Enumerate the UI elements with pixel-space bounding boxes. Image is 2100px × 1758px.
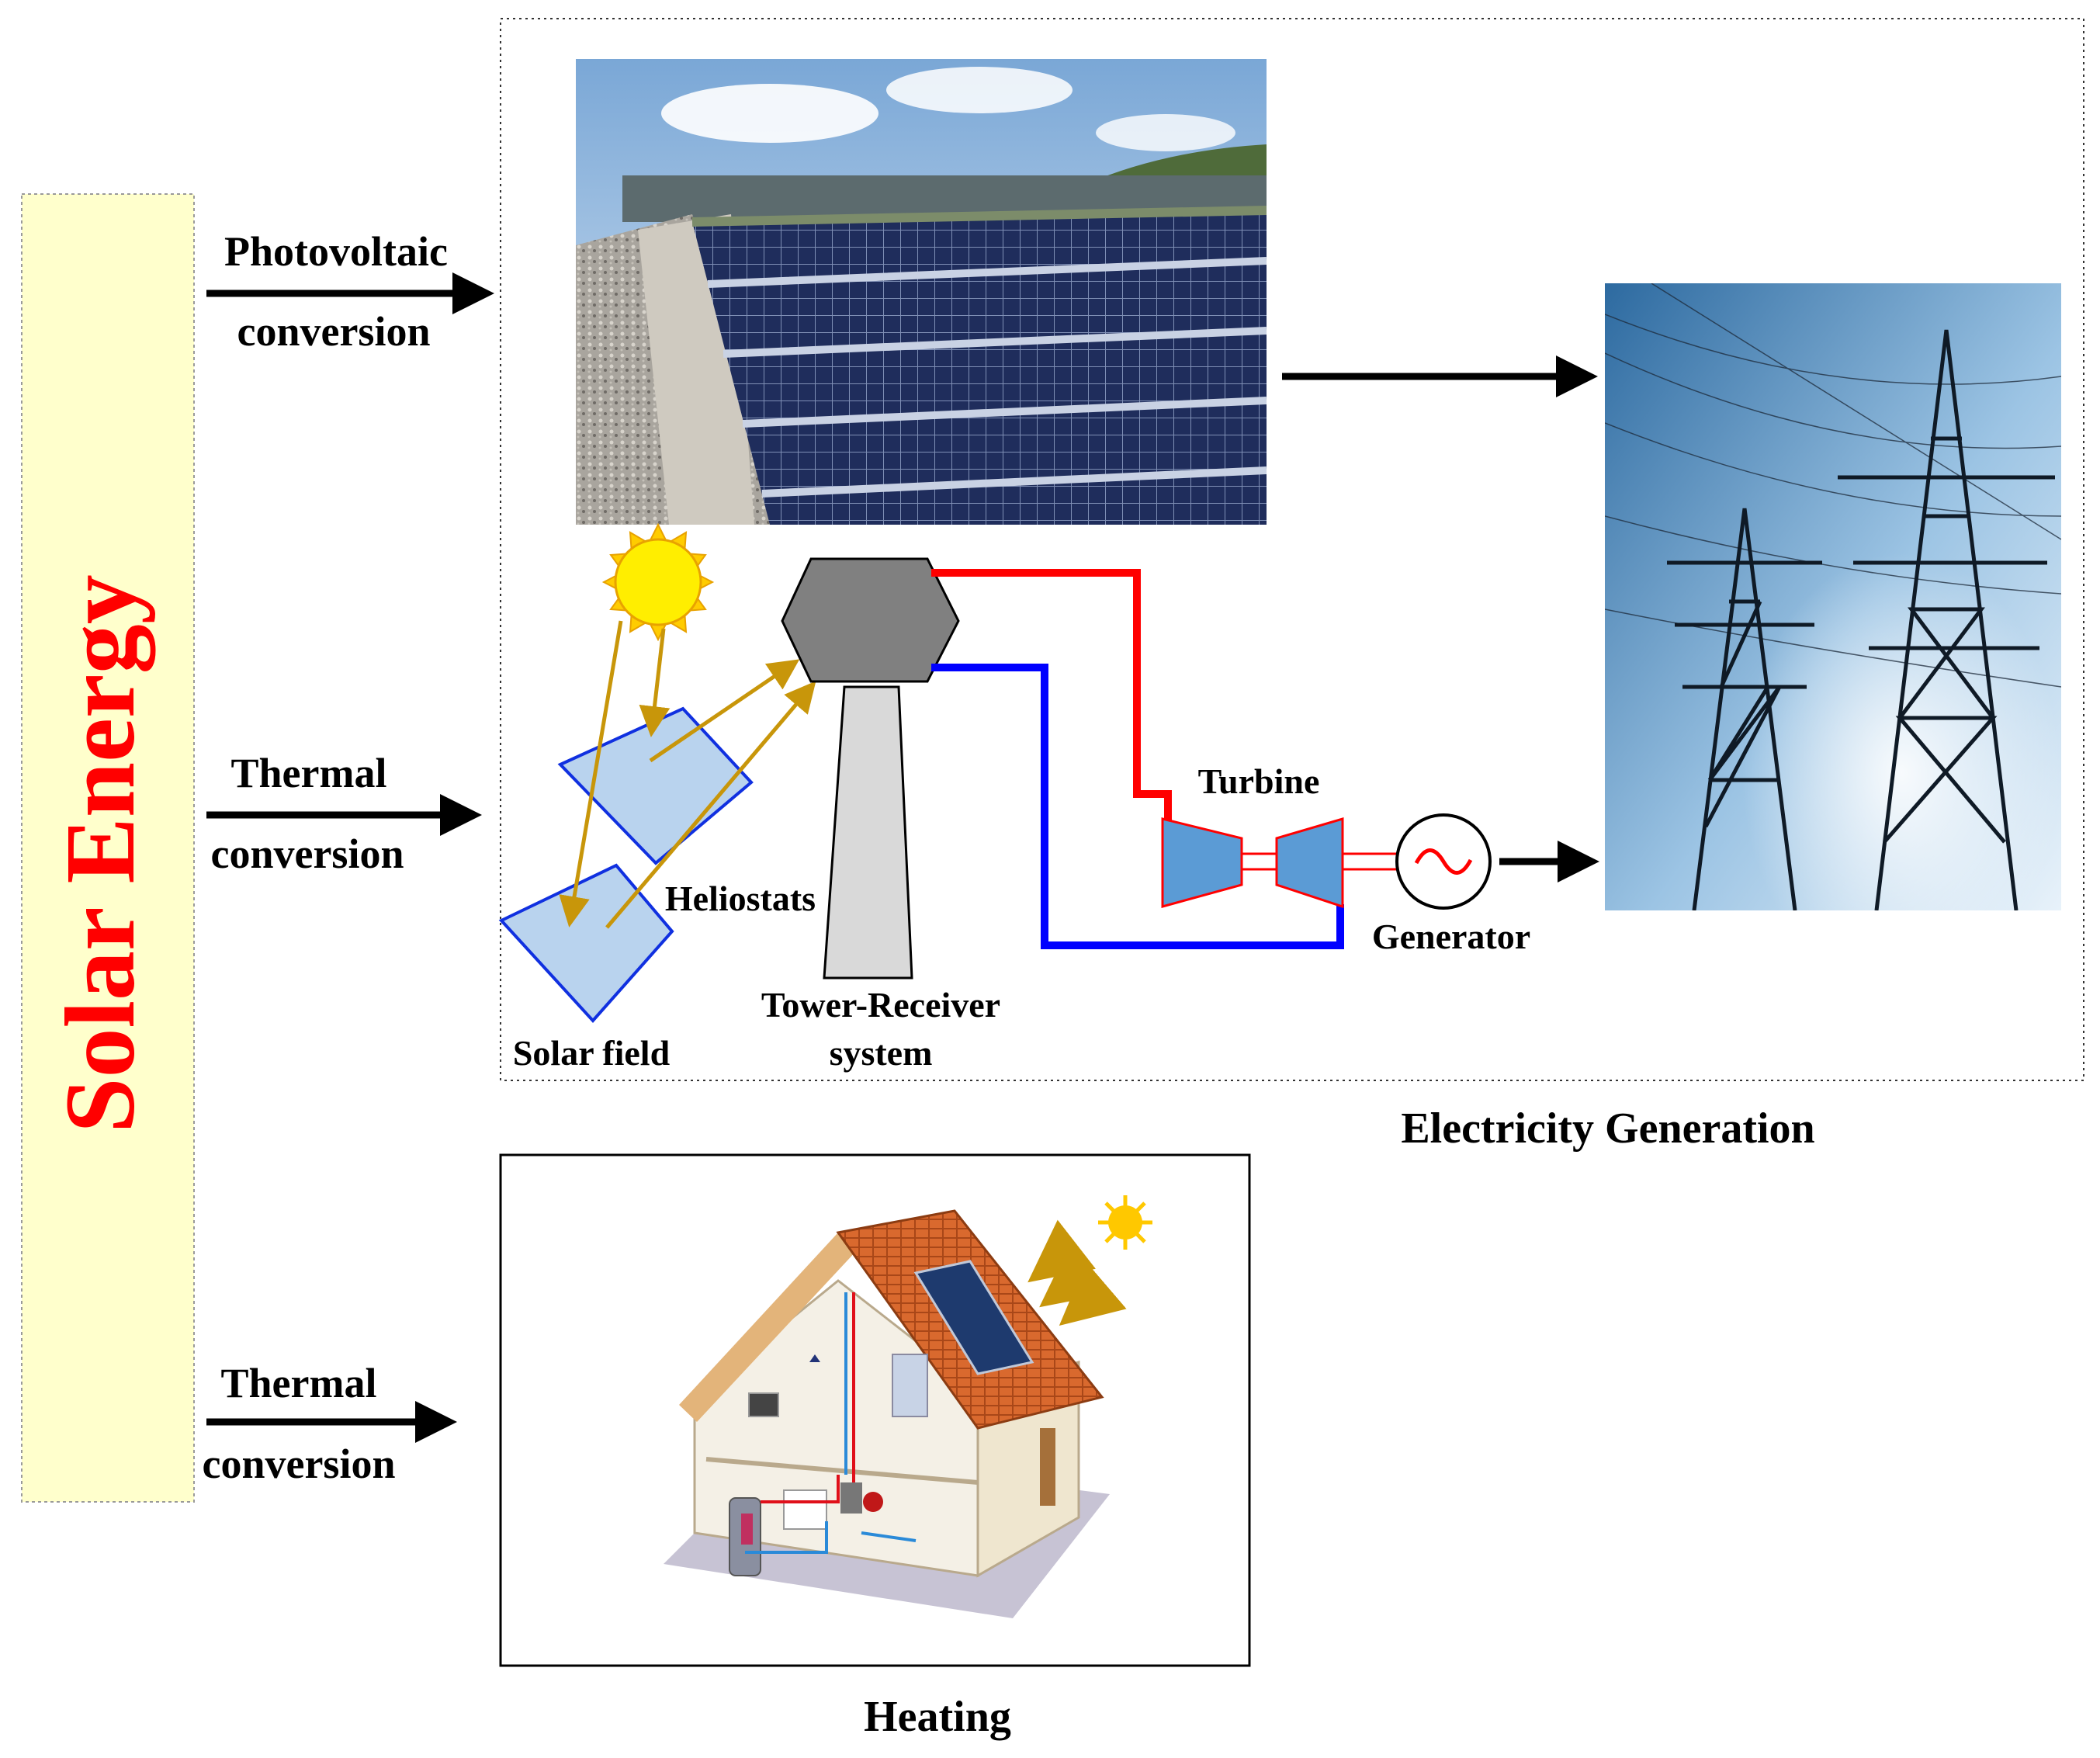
sun-icon xyxy=(601,522,715,642)
tower-label-line2: system xyxy=(830,1033,933,1073)
house-cutaway-illustration xyxy=(664,1209,1110,1618)
solar-energy-label: Solar Energy xyxy=(45,574,155,1132)
turbine xyxy=(1161,817,1397,909)
thermal-power-label-line2: conversion xyxy=(211,830,404,877)
photovoltaic-label-line1: Photovoltaic xyxy=(224,228,448,275)
thermal-heating-label-line1: Thermal xyxy=(221,1360,377,1406)
solar-field-label: Solar field xyxy=(513,1033,671,1073)
hot-pipe xyxy=(931,569,1172,827)
tower xyxy=(823,685,913,980)
generator-symbol xyxy=(1395,813,1492,910)
sun-ray-arrows xyxy=(559,620,816,929)
thermal-power-label-line1: Thermal xyxy=(231,750,387,796)
solar-energy-box xyxy=(21,193,195,1503)
thermal-heating-label-line2: conversion xyxy=(203,1441,396,1487)
receiver xyxy=(781,557,960,683)
turbine-label: Turbine xyxy=(1198,761,1320,801)
tower-label-line1: Tower-Receiver xyxy=(761,985,1000,1025)
photovoltaic-label-line2: conversion xyxy=(237,308,431,355)
cold-pipe xyxy=(931,664,1344,949)
heliostats-label: Heliostats xyxy=(665,879,816,918)
heliostat-upper xyxy=(557,706,754,865)
heating-label: Heating xyxy=(864,1693,1011,1741)
heliostat-lower xyxy=(498,863,674,1023)
heating-sun-icon xyxy=(1027,1195,1152,1326)
power-pylon-photo xyxy=(1605,283,2061,910)
solar-panel-photo xyxy=(576,59,1267,525)
generator-label: Generator xyxy=(1372,917,1530,956)
electricity-generation-label: Electricity Generation xyxy=(1401,1104,1814,1153)
